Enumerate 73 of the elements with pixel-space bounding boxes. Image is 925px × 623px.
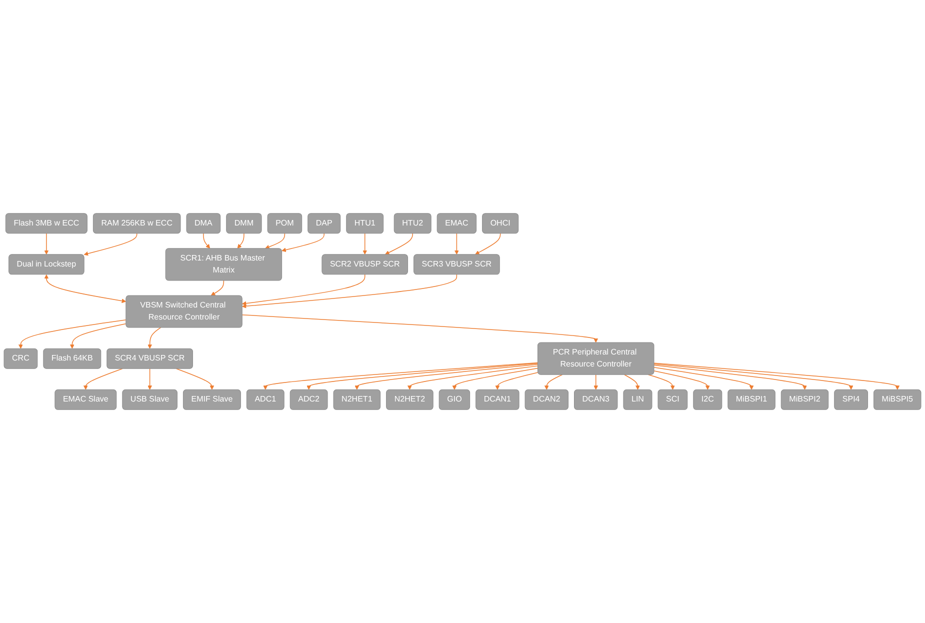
node-box: DMA: [186, 213, 221, 234]
node-box: SCR4 VBUSP SCR: [106, 348, 193, 369]
arrow: [475, 232, 501, 255]
arrow: [306, 362, 538, 390]
node-box: Flash 3MB w ECC: [5, 213, 88, 234]
arrow: [203, 232, 210, 249]
node-box: SCR3 VBUSP SCR: [414, 254, 500, 275]
node-box: Flash 64KB: [43, 348, 102, 369]
arrow: [242, 314, 598, 343]
node-box: EMAC Slave: [54, 389, 117, 410]
arrow: [242, 274, 366, 306]
arrow: [495, 372, 538, 390]
arrow: [18, 320, 126, 349]
node-box: I2C: [693, 389, 722, 410]
node-box: USB Slave: [122, 389, 178, 410]
arrow: [84, 232, 138, 256]
arrow: [454, 232, 459, 255]
arrow: [544, 374, 563, 390]
arrow: [83, 368, 123, 390]
node-box: MiBSPI2: [780, 389, 829, 410]
node-box: DCAN2: [524, 389, 568, 410]
arrow: [210, 280, 224, 296]
arrow: [654, 370, 710, 390]
arrow: [654, 364, 807, 390]
node-box: EMAC: [436, 213, 477, 234]
node-box: LIN: [623, 389, 652, 410]
arrow: [242, 274, 458, 308]
arrow: [594, 374, 598, 390]
arrow: [237, 232, 244, 249]
node-box: HTU1: [346, 213, 384, 234]
arrow: [624, 374, 640, 390]
arrow: [44, 274, 126, 304]
arrow: [44, 232, 49, 255]
node-box: OHCI: [482, 213, 519, 234]
node-box: SCR1: AHB Bus Master Matrix: [165, 248, 282, 281]
node-box: POM: [267, 213, 302, 234]
node-box: RAM 256KB w ECC: [92, 213, 181, 234]
arrow: [648, 374, 675, 390]
node-box: N2HET2: [386, 389, 434, 410]
node-box: SCI: [658, 389, 688, 410]
node-box: Dual in Lockstep: [8, 254, 84, 275]
node-box: HTU2: [394, 213, 432, 234]
arrow: [70, 323, 126, 349]
arrow: [263, 362, 538, 390]
node-box: VBSM Switched Central Resource Controller: [126, 295, 242, 328]
node-box: DMM: [226, 213, 262, 234]
node-box: DAP: [308, 213, 341, 234]
arrow: [408, 366, 538, 390]
node-box: MiBSPI1: [728, 389, 776, 410]
node-box: N2HET1: [333, 389, 381, 410]
arrow: [148, 368, 152, 390]
arrow: [384, 232, 413, 255]
arrow: [176, 368, 214, 390]
arrow: [654, 367, 754, 390]
node-box: PCR Peripheral Central Resource Controller: [538, 342, 654, 375]
node-box: DCAN3: [574, 389, 618, 410]
arrow: [282, 232, 324, 252]
arrow: [362, 232, 368, 255]
arrow: [654, 364, 854, 390]
arrow: [654, 362, 900, 390]
arrow: [452, 368, 538, 390]
arrow: [265, 232, 286, 249]
node-box: ADC2: [290, 389, 328, 410]
node-box: EMIF Slave: [182, 389, 241, 410]
node-box: DCAN1: [476, 389, 520, 410]
node-box: SPI4: [834, 389, 868, 410]
node-box: SCR2 VBUSP SCR: [322, 254, 408, 275]
arrow: [354, 364, 538, 390]
node-box: CRC: [4, 348, 38, 369]
node-box: GIO: [438, 389, 470, 410]
arrow: [148, 327, 162, 349]
node-box: MiBSPI5: [874, 389, 922, 410]
node-box: ADC1: [246, 389, 284, 410]
